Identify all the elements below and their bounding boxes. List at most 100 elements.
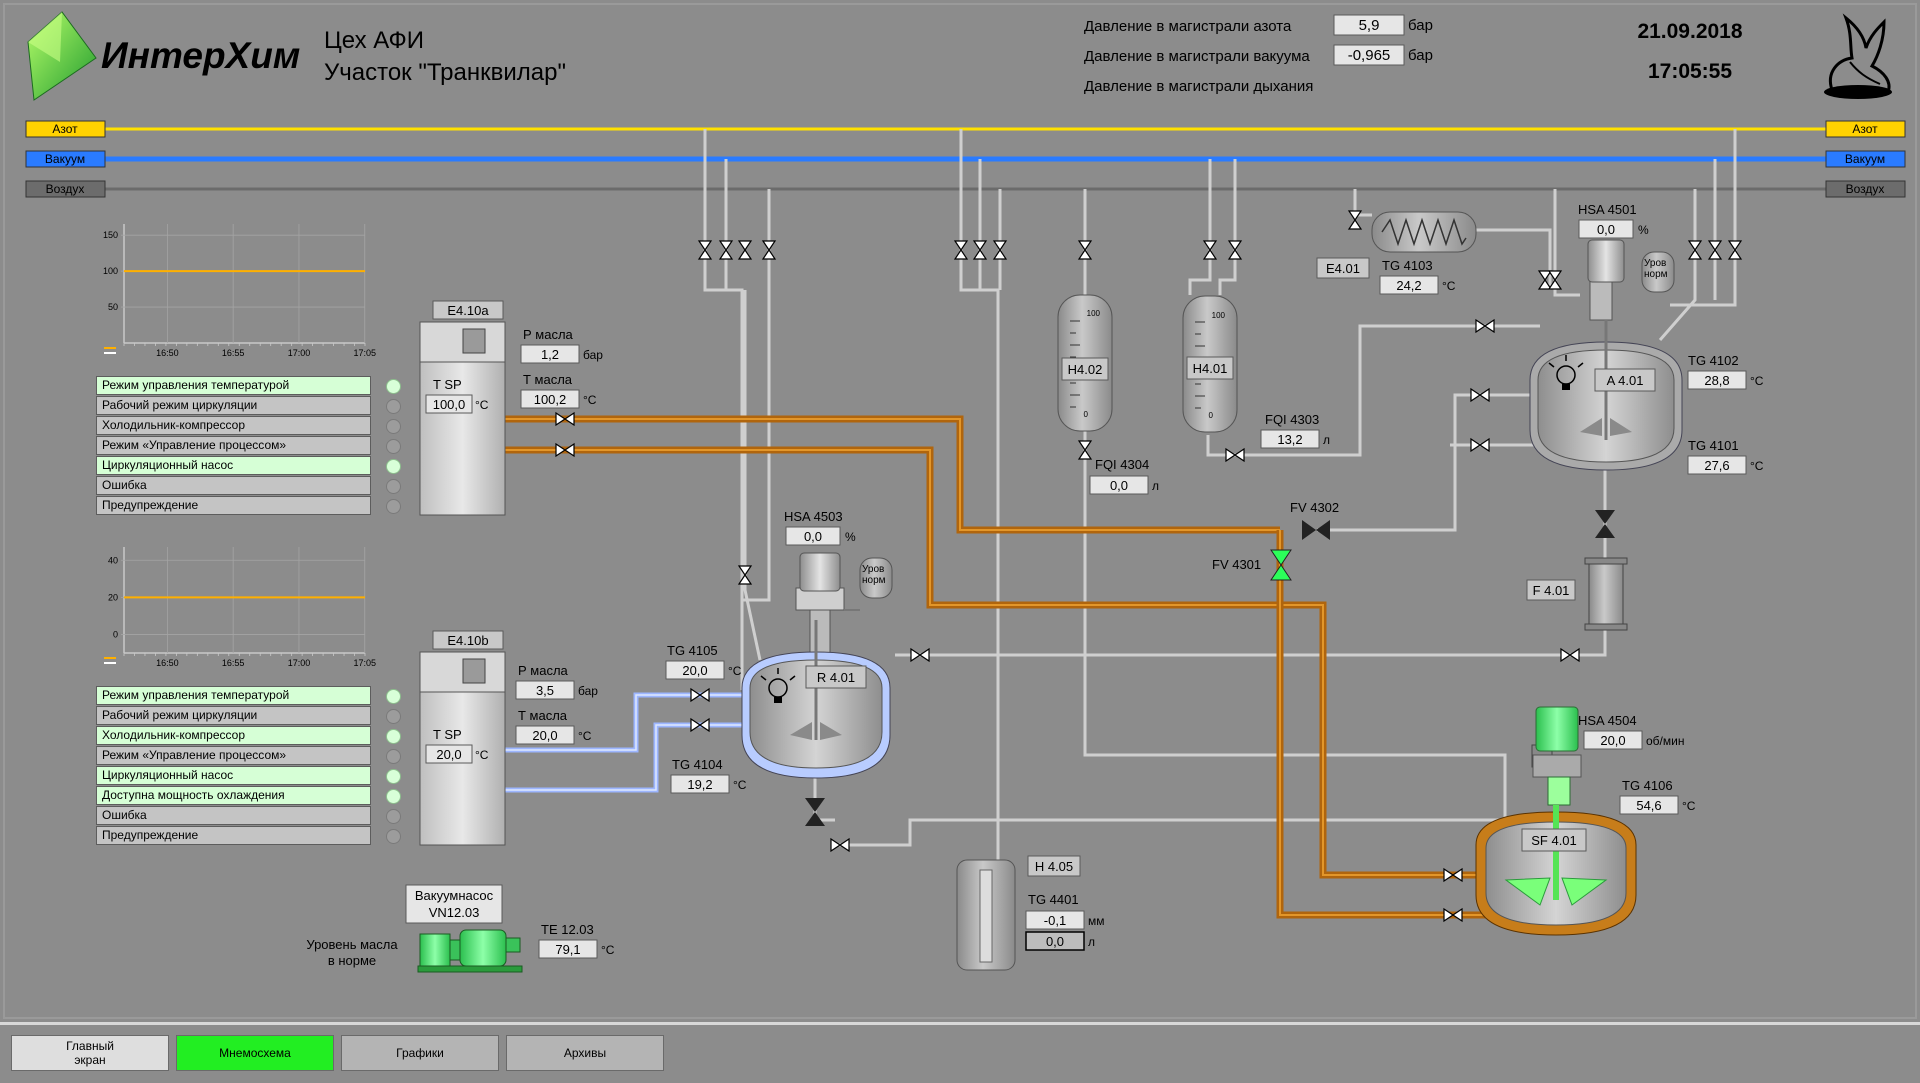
nav-mnemonic-label: Мнемосхема	[219, 1046, 291, 1060]
control-valve-fv4302[interactable]: FV 4302	[1290, 500, 1339, 540]
te1203-label: TE 12.03	[541, 922, 594, 937]
manual-valve-icon[interactable]	[910, 647, 930, 663]
manual-valve-icon[interactable]	[1537, 270, 1553, 290]
te1203-unit: °C	[601, 943, 615, 957]
status-indicator-icon	[386, 769, 401, 784]
pump-oil-level-line2: в норме	[328, 953, 376, 968]
manual-valve-icon[interactable]	[555, 442, 575, 458]
control-valve-fv4301[interactable]: FV 4301	[1212, 549, 1292, 581]
tg4103-value: 24,2	[1396, 278, 1421, 293]
thermostat-unit-e410a[interactable]: E4.10a T SP 100,0 °C	[419, 300, 506, 516]
nitrogen-line-right-label: Азот	[1825, 120, 1906, 138]
tank-h405[interactable]: H 4.05	[956, 855, 1081, 971]
breathing-pressure-label: Давление в магистрали дыхания	[1084, 78, 1313, 95]
manual-valve-icon[interactable]	[1560, 647, 1580, 663]
status-indicator-icon	[386, 499, 401, 514]
manual-valve-icon[interactable]	[737, 240, 753, 260]
manual-valve-icon[interactable]	[1727, 240, 1743, 260]
nav-main-screen-label-1: Главный	[66, 1039, 114, 1053]
status-indicator-icon	[386, 709, 401, 724]
e410b-t-label: Т масла	[518, 708, 568, 723]
utility-lines	[104, 127, 1826, 191]
tg4102-unit: °C	[1750, 374, 1764, 388]
e410b-tsp-label: T SP	[433, 727, 462, 742]
tg4401-value: -0,1	[1044, 913, 1066, 928]
nav-charts-label: Графики	[396, 1046, 444, 1060]
manual-valve-icon[interactable]	[1443, 907, 1463, 923]
manual-valve-icon[interactable]	[761, 240, 777, 260]
reactor-a401[interactable]: A 4.01	[1529, 239, 1683, 471]
svg-text:Вакуум: Вакуум	[45, 152, 85, 166]
nav-archives-button[interactable]: Архивы	[506, 1035, 664, 1071]
tg4101-value: 27,6	[1704, 458, 1729, 473]
sf401-readouts: HSA 4504 20,0 об/мин TG 4106 54,6 °C	[1578, 713, 1696, 815]
page-title-line1: Цех АФИ	[324, 27, 424, 54]
status-indicator-icon	[386, 789, 401, 804]
manual-valve-icon[interactable]	[1225, 447, 1245, 463]
condenser-e401[interactable]: E4.01	[1316, 211, 1477, 279]
manual-valve-icon[interactable]	[1227, 240, 1243, 260]
e410b-t-unit: °C	[578, 729, 592, 743]
status-label: Циркуляционный насос	[96, 456, 371, 475]
manual-valve-icon[interactable]	[690, 717, 710, 733]
h402-scale-top: 100	[1087, 309, 1101, 318]
manual-valve-icon[interactable]	[1475, 318, 1495, 334]
manual-valve-icon[interactable]	[1077, 440, 1093, 460]
status-indicator-icon	[386, 419, 401, 434]
manual-valve-icon[interactable]	[690, 687, 710, 703]
manual-valve-icon[interactable]	[1202, 240, 1218, 260]
manual-valve-icon[interactable]	[555, 411, 575, 427]
e410b-p-unit: бар	[578, 684, 598, 698]
manual-valve-icon[interactable]	[1470, 387, 1490, 403]
manual-valve-icon[interactable]	[953, 240, 969, 260]
valve-r401-bottom[interactable]	[805, 798, 825, 826]
nav-charts-button[interactable]: Графики	[341, 1035, 499, 1071]
manual-valve-icon[interactable]	[1470, 437, 1490, 453]
manual-valve-icon[interactable]	[1687, 240, 1703, 260]
nav-mnemonic-button[interactable]: Мнемосхема	[176, 1035, 334, 1071]
fv4302-label: FV 4302	[1290, 500, 1339, 515]
manual-valve-icon[interactable]	[737, 565, 753, 585]
status-label: Режим «Управление процессом»	[96, 746, 371, 765]
vacuum-pump-vn1203[interactable]: Вакуумнасос VN12.03	[405, 884, 523, 973]
manual-valve-icon[interactable]	[1443, 867, 1463, 883]
vacuum-line-right-label: Вакуум	[1825, 150, 1906, 168]
nutsch-filter-sf401[interactable]: SF 4.01	[1475, 706, 1637, 936]
tg4102-value: 28,8	[1704, 373, 1729, 388]
tank-h402[interactable]: 100 0 H4.02	[1057, 294, 1113, 432]
manual-valve-icon[interactable]	[718, 240, 734, 260]
e410b-p-value: 3,5	[536, 683, 554, 698]
date-display: 21.09.2018	[1637, 20, 1742, 43]
manual-valve-icon[interactable]	[1547, 270, 1563, 290]
manual-valve-icon[interactable]	[992, 240, 1008, 260]
manual-valve-icon[interactable]	[697, 240, 713, 260]
manual-valve-icon[interactable]	[830, 837, 850, 853]
sf401-motor-icon	[1535, 706, 1579, 752]
e410a-tsp-unit: °C	[475, 398, 489, 412]
manual-valve-icon[interactable]	[972, 240, 988, 260]
nav-main-screen-button[interactable]: Главный экран	[11, 1035, 169, 1071]
manual-valve-icon[interactable]	[1347, 210, 1363, 230]
tg4103-label: TG 4103	[1382, 258, 1433, 273]
tg4105-label: TG 4105	[667, 643, 718, 658]
svg-text:Воздух: Воздух	[46, 182, 85, 196]
valve-a401-bottom[interactable]	[1595, 510, 1615, 538]
e410a-p-label: Р масла	[523, 327, 574, 342]
manual-valve-icon[interactable]	[1077, 240, 1093, 260]
thermostat-unit-e410b[interactable]: E4.10b T SP 20,0 °C	[419, 630, 506, 846]
chart-y-tick-label: 20	[108, 592, 118, 602]
pump-readouts: Уровень масла в норме TE 12.03 79,1 °C	[306, 922, 614, 968]
tank-h401[interactable]: 100 0 H4.01	[1182, 295, 1238, 433]
fv4301-label: FV 4301	[1212, 557, 1261, 572]
hsa4503-value: 0,0	[804, 529, 822, 544]
reactor-r401[interactable]: R 4.01	[741, 552, 893, 779]
a401-tag: A 4.01	[1607, 373, 1644, 388]
filter-f401[interactable]: F 4.01	[1526, 557, 1628, 631]
tg4104-value: 19,2	[687, 777, 712, 792]
svg-text:Азот: Азот	[1852, 122, 1878, 136]
air-line-left-label: Воздух	[25, 180, 106, 198]
manual-valve-icon[interactable]	[1707, 240, 1723, 260]
f401-tag: F 4.01	[1533, 583, 1570, 598]
